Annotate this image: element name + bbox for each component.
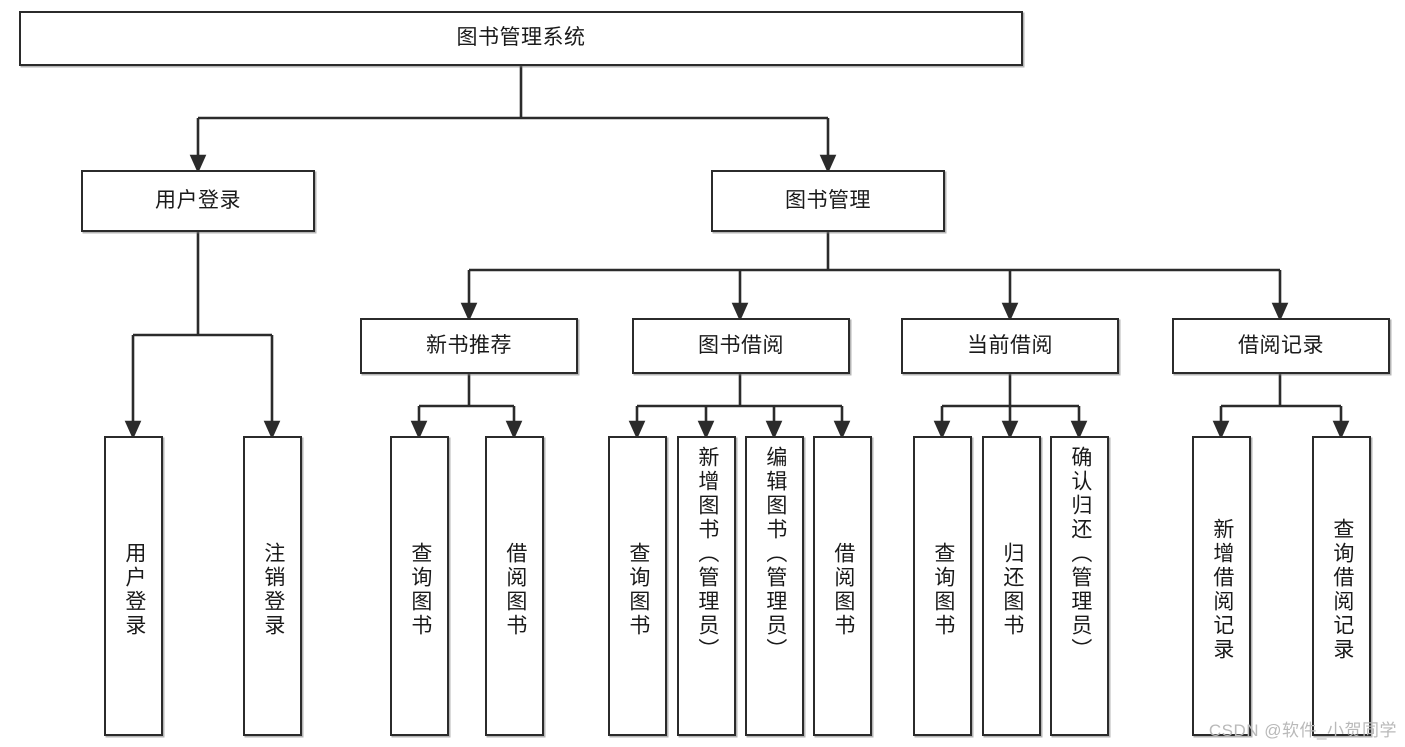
csdn-watermark: CSDN @软件_小贺同学 xyxy=(1208,721,1397,740)
node-user-login-label: 用户登录 xyxy=(155,188,241,212)
node-book-manage-label: 图书管理 xyxy=(785,188,871,212)
leaf-borrow-book-2[interactable]: 借阅图书 xyxy=(813,436,872,736)
node-current-borrow[interactable]: 当前借阅 xyxy=(901,318,1119,374)
leaf-query-book-2[interactable]: 查询图书 xyxy=(608,436,667,736)
leaf-confirm-return-label: 确认归还（管理员） xyxy=(1068,446,1092,662)
node-root-label: 图书管理系统 xyxy=(456,26,586,50)
leaf-logout[interactable]: 注销登录 xyxy=(243,436,302,736)
node-new-book-recommend[interactable]: 新书推荐 xyxy=(360,318,578,374)
leaf-query-book-1[interactable]: 查询图书 xyxy=(390,436,449,736)
leaf-query-record-label: 查询借阅记录 xyxy=(1330,518,1354,662)
leaf-add-record[interactable]: 新增借阅记录 xyxy=(1192,436,1251,736)
node-book-manage[interactable]: 图书管理 xyxy=(711,170,945,232)
leaf-query-book-3-label: 查询图书 xyxy=(931,542,955,638)
node-current-borrow-label: 当前借阅 xyxy=(967,333,1053,357)
node-user-login[interactable]: 用户登录 xyxy=(81,170,315,232)
leaf-borrow-book-1[interactable]: 借阅图书 xyxy=(485,436,544,736)
leaf-return-book-label: 归还图书 xyxy=(1000,542,1024,638)
leaf-edit-book[interactable]: 编辑图书（管理员） xyxy=(745,436,804,736)
leaf-add-record-label: 新增借阅记录 xyxy=(1210,518,1234,662)
leaf-query-book-1-label: 查询图书 xyxy=(408,542,432,638)
node-root[interactable]: 图书管理系统 xyxy=(19,11,1023,66)
leaf-add-book[interactable]: 新增图书（管理员） xyxy=(677,436,736,736)
leaf-return-book[interactable]: 归还图书 xyxy=(982,436,1041,736)
leaf-add-book-label: 新增图书（管理员） xyxy=(695,446,719,662)
node-borrow-record[interactable]: 借阅记录 xyxy=(1172,318,1390,374)
node-borrow-record-label: 借阅记录 xyxy=(1238,333,1324,357)
leaf-user-login[interactable]: 用户登录 xyxy=(104,436,163,736)
leaf-borrow-book-2-label: 借阅图书 xyxy=(831,542,855,638)
node-book-borrow-label: 图书借阅 xyxy=(698,333,784,357)
node-new-book-recommend-label: 新书推荐 xyxy=(426,333,512,357)
node-book-borrow[interactable]: 图书借阅 xyxy=(632,318,850,374)
leaf-query-book-3[interactable]: 查询图书 xyxy=(913,436,972,736)
leaf-query-book-2-label: 查询图书 xyxy=(626,542,650,638)
leaf-query-record[interactable]: 查询借阅记录 xyxy=(1312,436,1371,736)
leaf-borrow-book-1-label: 借阅图书 xyxy=(503,542,527,638)
leaf-user-login-label: 用户登录 xyxy=(122,542,146,638)
leaf-edit-book-label: 编辑图书（管理员） xyxy=(763,446,787,662)
leaf-logout-label: 注销登录 xyxy=(261,542,285,638)
leaf-confirm-return[interactable]: 确认归还（管理员） xyxy=(1050,436,1109,736)
